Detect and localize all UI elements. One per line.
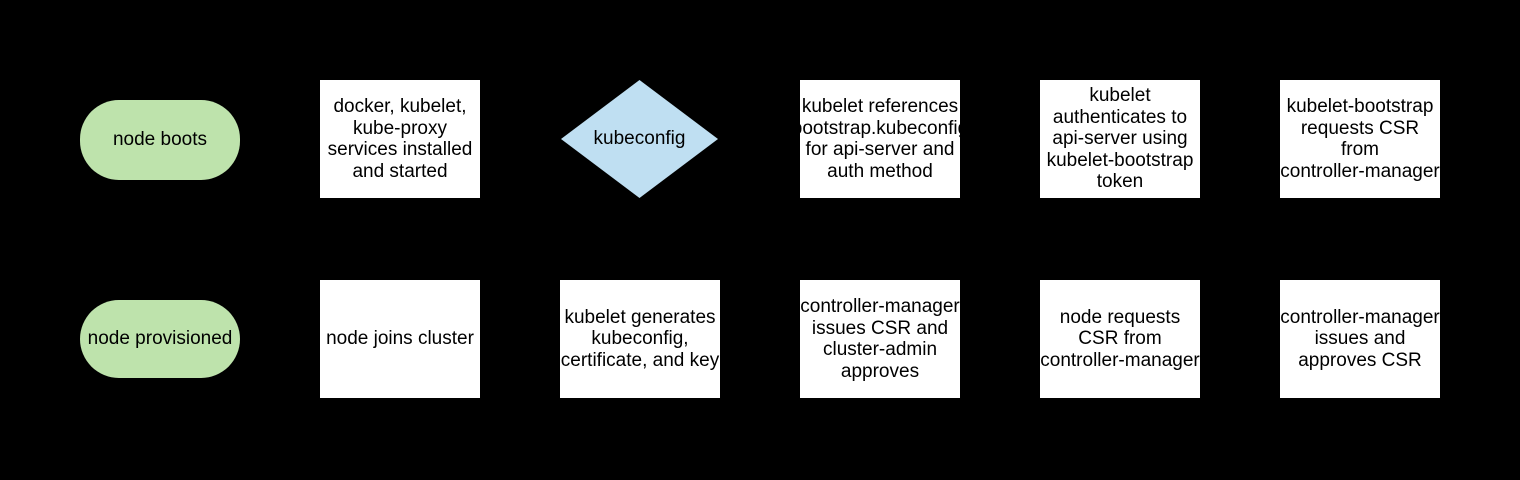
flowchart-node-node-joins-cluster: node joins cluster: [320, 280, 480, 398]
node-label: controller-manager issues and approves C…: [1280, 306, 1440, 371]
flowchart-node-controller-manager-issues-csr-cluster-admin-approves: controller-manager issues CSR and cluste…: [800, 280, 960, 398]
node-label: kubelet-bootstrap requests CSR from cont…: [1280, 96, 1440, 182]
node-label: node boots: [112, 129, 208, 151]
flowchart-node-kubeconfig-decision: kubeconfig: [561, 80, 718, 198]
flowchart-node-services-installed: docker, kubelet, kube-proxy services ins…: [320, 80, 480, 198]
flowchart-node-controller-manager-issues-and-approves-csr: controller-manager issues and approves C…: [1280, 280, 1440, 398]
flowchart-node-node-provisioned: node provisioned: [80, 300, 240, 378]
node-label: docker, kubelet, kube-proxy services ins…: [327, 96, 473, 182]
flowchart-node-kubelet-bootstrap-requests-csr: kubelet-bootstrap requests CSR from cont…: [1280, 80, 1440, 198]
node-label: node joins cluster: [326, 328, 474, 350]
node-label: node provisioned: [87, 328, 233, 350]
node-label: kubelet generates kubeconfig, certificat…: [560, 306, 720, 371]
flowchart-node-kubelet-generates-kubeconfig: kubelet generates kubeconfig, certificat…: [560, 280, 720, 398]
node-label: kubelet authenticates to api-server usin…: [1046, 85, 1194, 193]
flowchart-node-kubelet-references-bootstrap-kubeconfig: kubelet references bootstrap.kubeconfig …: [792, 80, 968, 198]
flowchart-node-kubelet-authenticates: kubelet authenticates to api-server usin…: [1040, 80, 1200, 198]
node-label: controller-manager issues CSR and cluste…: [800, 296, 960, 382]
node-label: node requests CSR from controller-manage…: [1040, 306, 1200, 371]
node-label: kubelet references bootstrap.kubeconfig …: [791, 96, 969, 182]
flowchart-node-node-boots: node boots: [80, 100, 240, 180]
node-label: kubeconfig: [593, 128, 686, 150]
flowchart-node-node-requests-csr: node requests CSR from controller-manage…: [1040, 280, 1200, 398]
